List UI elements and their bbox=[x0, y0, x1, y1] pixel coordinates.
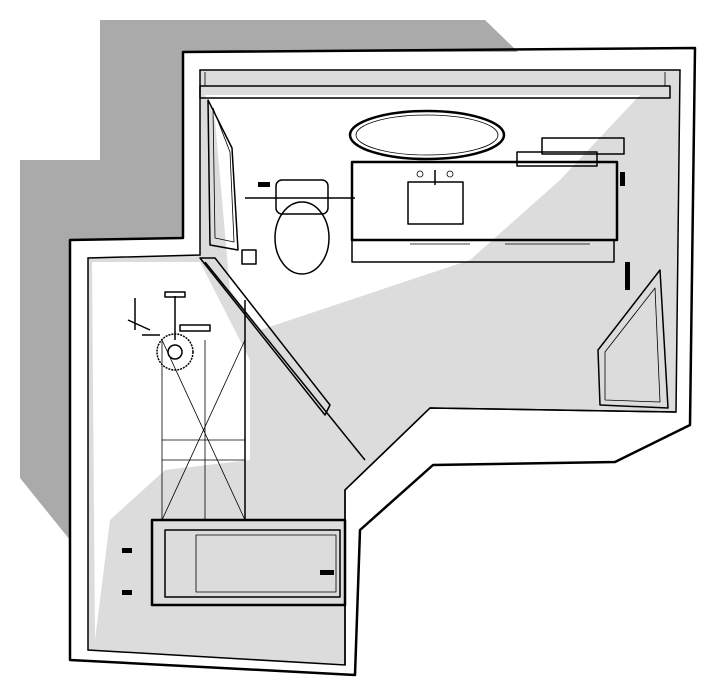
window-icon bbox=[207, 99, 239, 251]
wall-shadow bbox=[20, 20, 518, 540]
top-beam bbox=[199, 72, 671, 99]
door-icon bbox=[597, 262, 669, 409]
shower-floor-highlight bbox=[92, 262, 250, 640]
mirror-inner-icon bbox=[355, 114, 499, 156]
shelf-items-icon bbox=[516, 137, 625, 167]
mirror-icon bbox=[348, 109, 506, 161]
vanity-icon bbox=[350, 160, 619, 263]
sink-icon bbox=[407, 170, 464, 225]
inner-wall-line bbox=[344, 407, 677, 665]
outer-wall bbox=[68, 46, 697, 677]
toilet-icon bbox=[241, 179, 355, 275]
switch-icon bbox=[620, 172, 625, 186]
shower-head-icon bbox=[127, 291, 211, 371]
faucet-icons bbox=[122, 548, 132, 595]
